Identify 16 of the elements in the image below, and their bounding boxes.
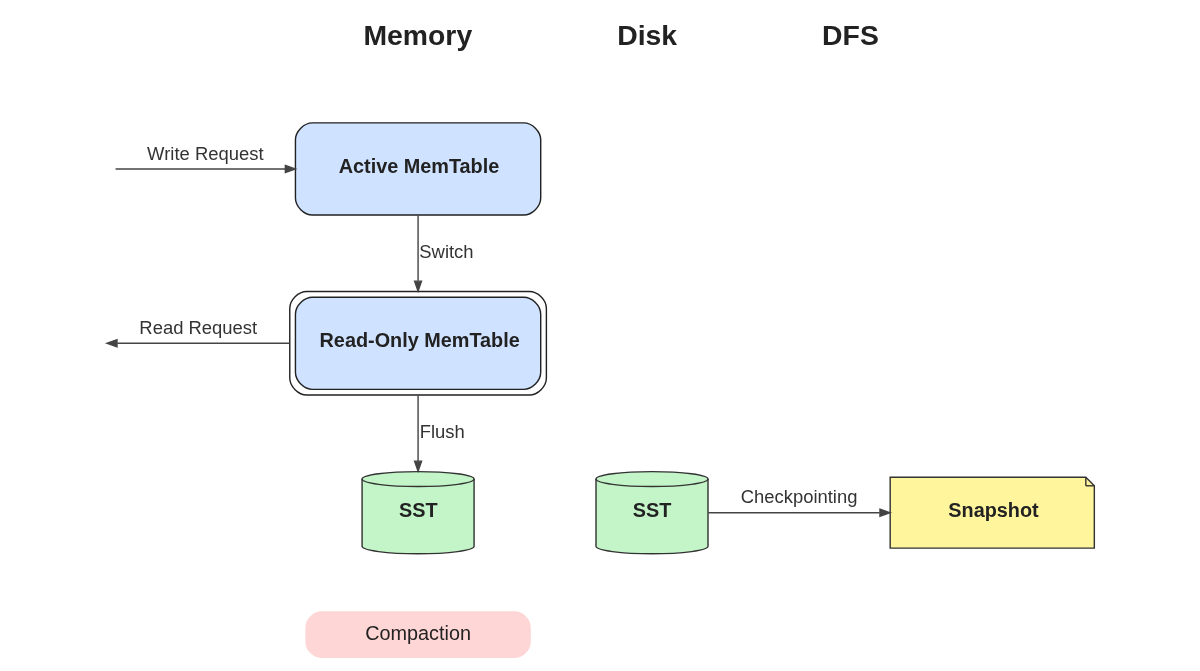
arrow	[413, 394, 423, 474]
edge-label: Read Request	[139, 316, 258, 338]
arrow	[707, 508, 893, 518]
node-box: Compaction	[305, 611, 531, 659]
label: Memory	[363, 18, 473, 51]
arrow	[413, 214, 423, 294]
label: Disk	[617, 18, 678, 51]
edge-label: Switch	[419, 241, 474, 263]
node-box: Read-Only MemTable	[289, 290, 548, 396]
edge-label: Flush	[419, 421, 465, 443]
node-box: Active MemTable	[294, 122, 542, 216]
edge-label: Checkpointing	[740, 486, 858, 508]
arrow	[114, 164, 298, 174]
edge-label: Write Request	[147, 142, 264, 164]
label: DFS	[822, 18, 879, 51]
arrow	[104, 338, 291, 348]
